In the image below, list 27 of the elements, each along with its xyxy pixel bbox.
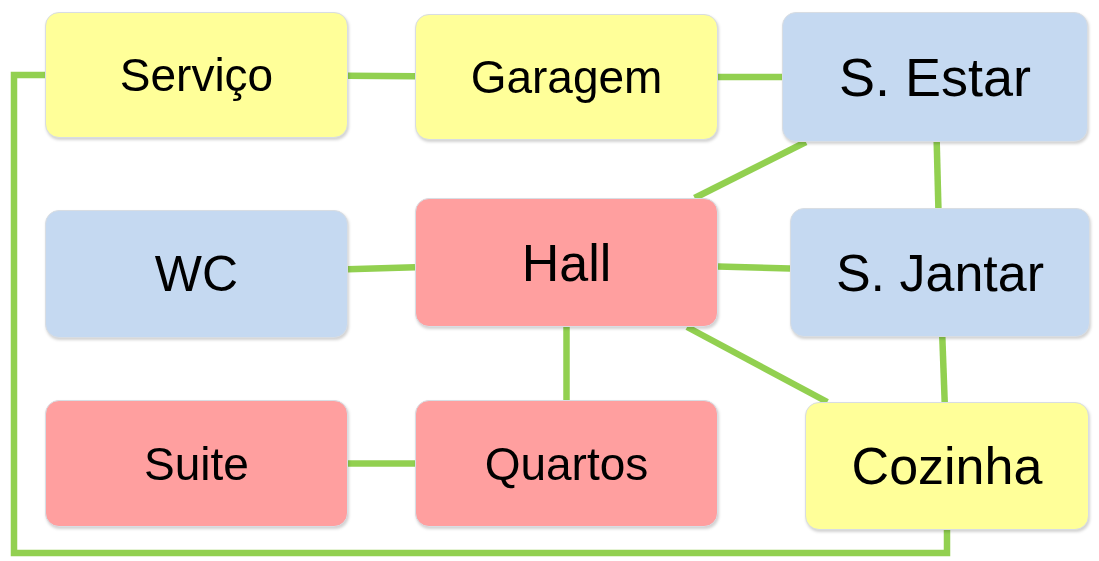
- room-box: [782, 12, 1088, 142]
- room-box: [805, 402, 1089, 530]
- room-box: [45, 400, 348, 527]
- connector-line: [563, 327, 570, 400]
- room-label: WC: [154, 245, 239, 303]
- connector-line: [347, 72, 416, 80]
- room-label: Hall: [521, 232, 612, 293]
- room-box: [45, 210, 348, 338]
- room-box: [415, 198, 718, 327]
- room-box: [415, 14, 718, 140]
- room-label: Serviço: [119, 48, 274, 102]
- room-label: S. Estar: [838, 46, 1032, 108]
- room-label: Suite: [144, 436, 249, 491]
- connector-line: [347, 263, 416, 273]
- room-box: [415, 400, 718, 527]
- connector-line: [939, 336, 948, 403]
- room-box: [45, 12, 348, 138]
- room-label: Garagem: [470, 50, 663, 104]
- connector-line: [933, 141, 942, 209]
- connector-line: [10, 71, 951, 557]
- room-label: Quartos: [484, 436, 649, 491]
- room-box: [790, 208, 1090, 337]
- room-label: S. Jantar: [835, 242, 1045, 303]
- connector-line: [348, 460, 415, 467]
- connector-line: [718, 73, 782, 81]
- connector-line: [717, 263, 791, 272]
- room-label: Cozinha: [851, 436, 1043, 496]
